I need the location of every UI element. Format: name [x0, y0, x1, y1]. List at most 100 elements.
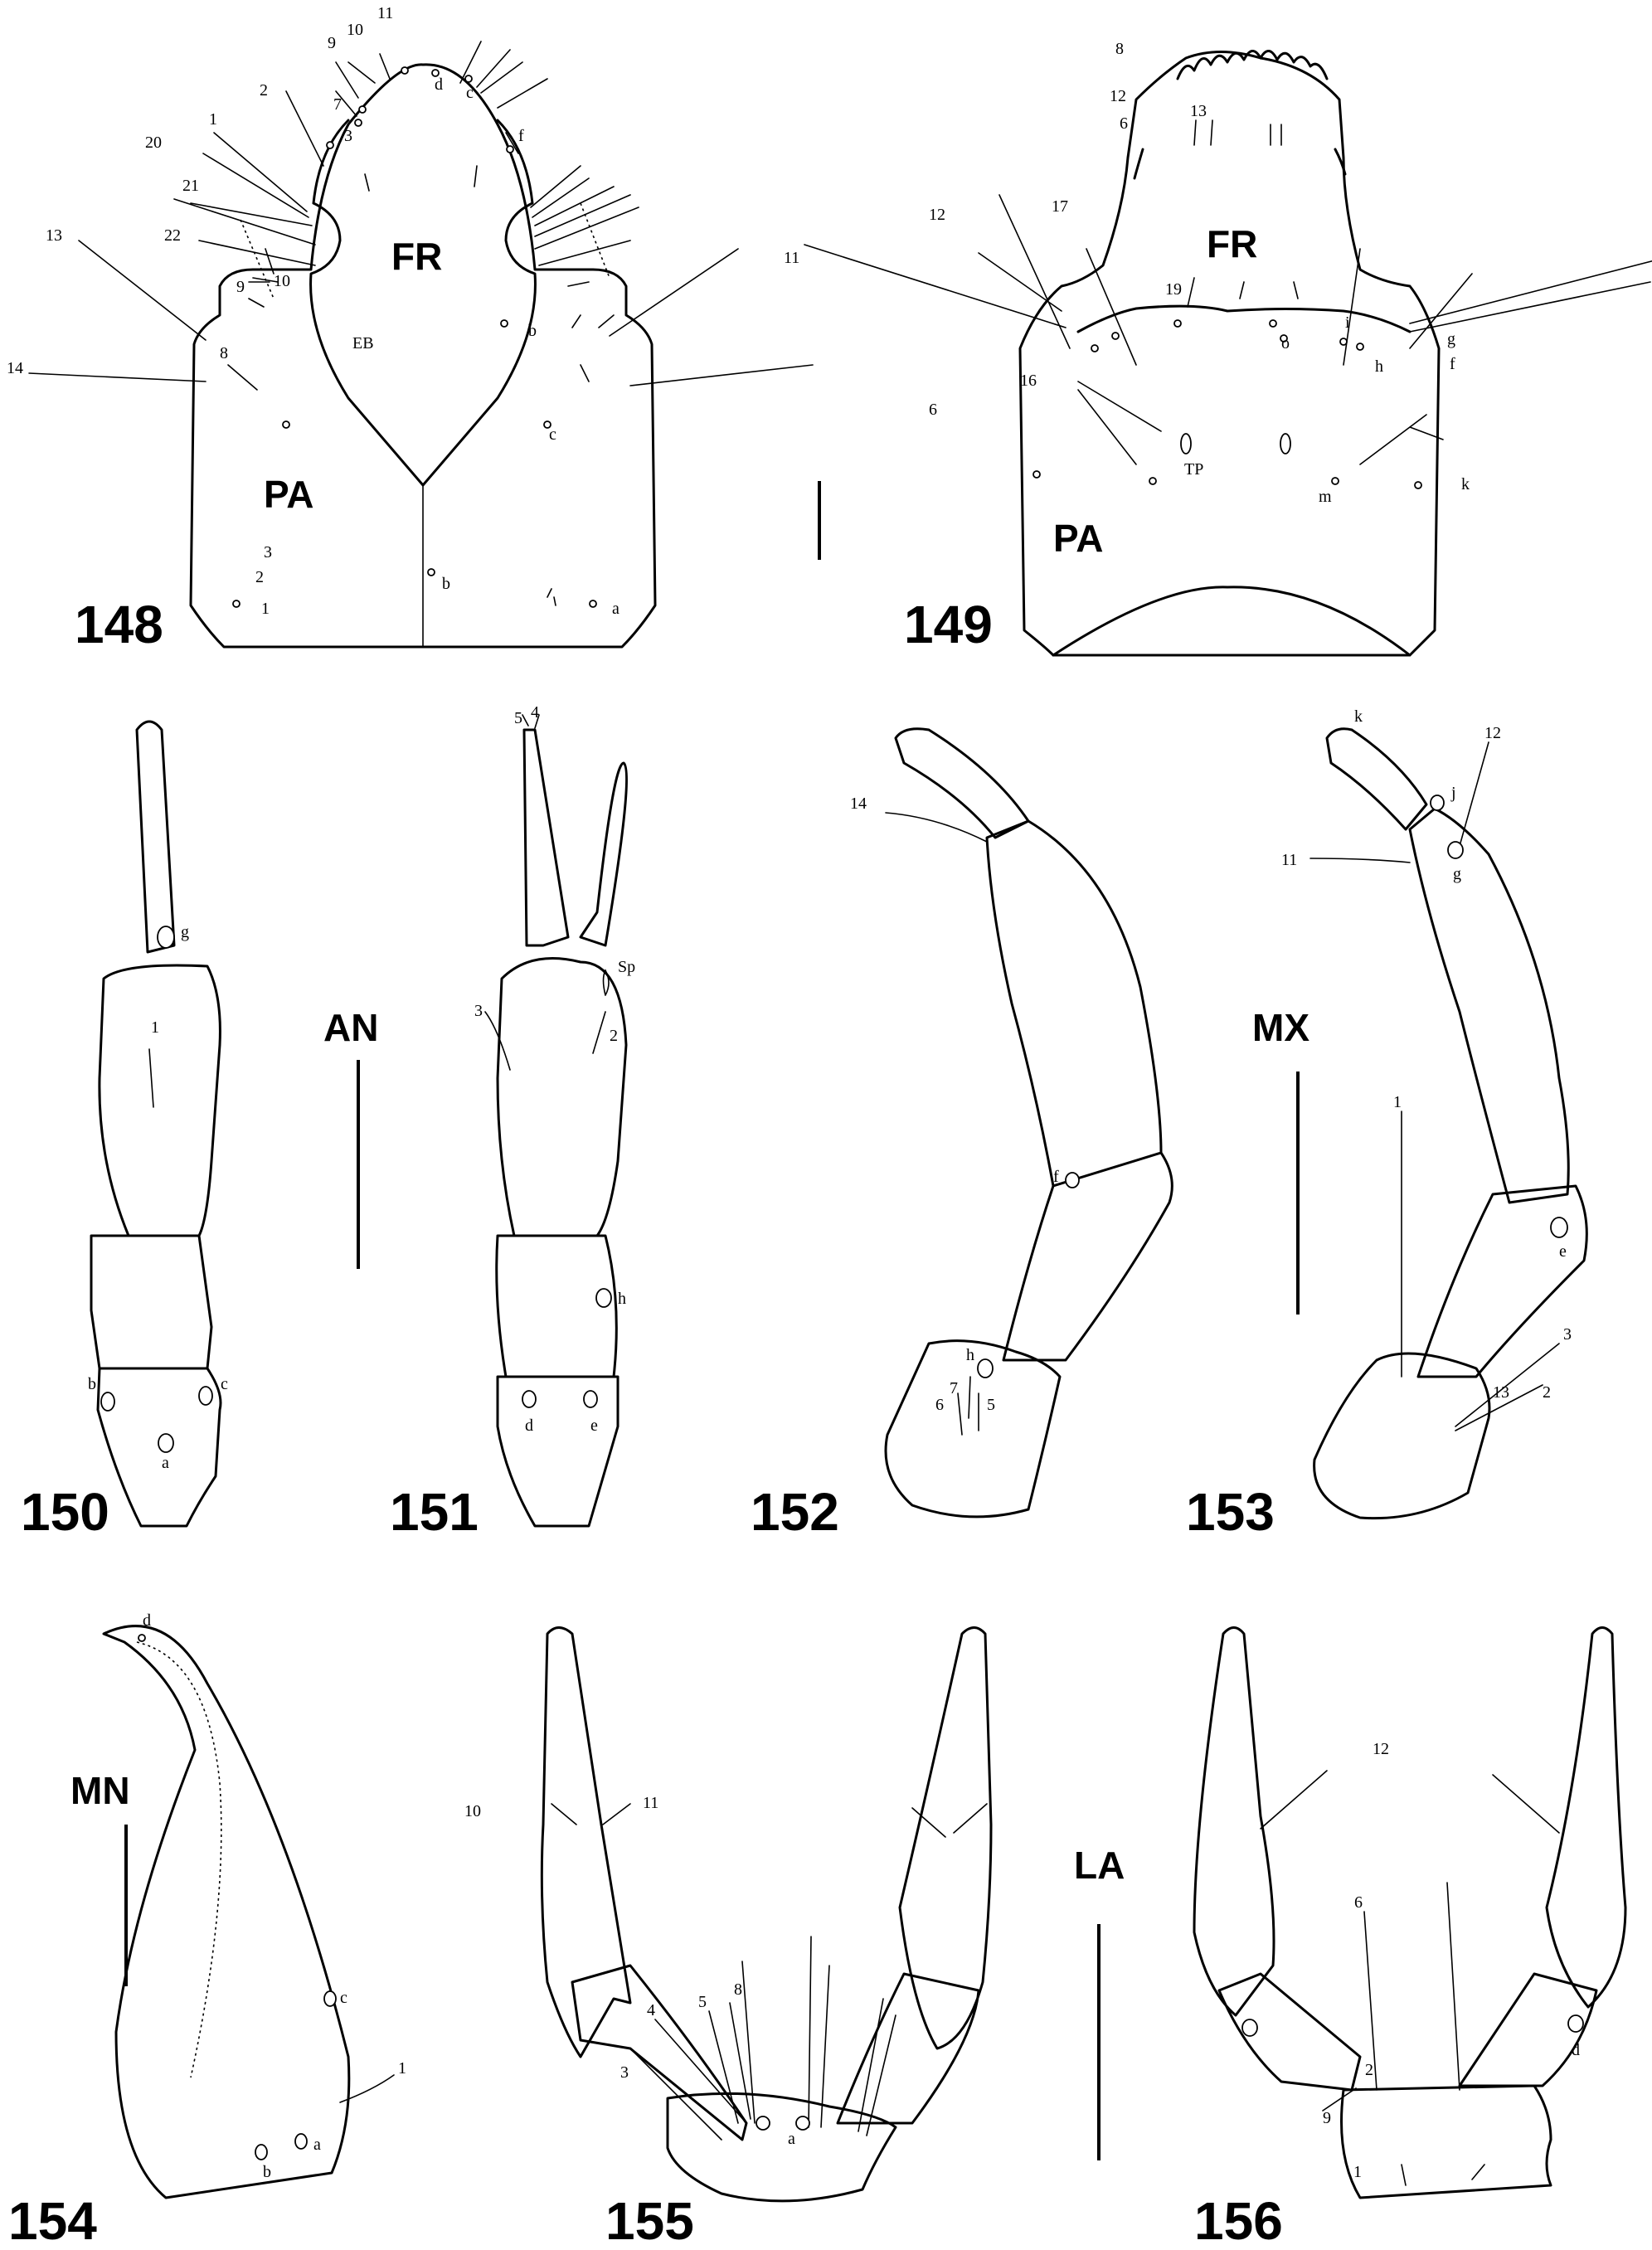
label-149-s6b: 6 [929, 401, 937, 419]
pore-mark [1280, 433, 1291, 454]
dotted-line-left-148 [240, 219, 275, 299]
figure-150-antenna: g 1 b c a 150 [21, 720, 228, 1542]
label-148-s1b: 1 [261, 600, 270, 618]
label-148-s10: 10 [347, 21, 363, 39]
label-150-b: b [88, 1375, 96, 1393]
pore-mark [158, 1433, 174, 1453]
figure-number-149: 149 [904, 595, 993, 654]
head-capsule-outline-148 [189, 63, 657, 649]
maxilla-outline-153 [1313, 727, 1588, 1520]
figure-155-labium: 10 11 8 4 5 3 a 155 [464, 1626, 993, 2250]
pore-mark [543, 420, 551, 429]
label-149-s19: 19 [1165, 280, 1182, 299]
pore-mark [1065, 1172, 1080, 1188]
label-153-g: g [1453, 865, 1461, 883]
label-156-s12: 12 [1373, 1740, 1389, 1758]
tentorial-ridge-149 [1076, 304, 1411, 333]
label-156-s2: 2 [1365, 2061, 1373, 2079]
antenna-outline-150 [90, 720, 222, 1528]
label-148-s2b: 2 [255, 568, 264, 586]
label-156-s6: 6 [1354, 1893, 1363, 1912]
label-155-s8: 8 [734, 1980, 742, 1999]
label-151-sp: Sp [618, 958, 635, 976]
label-153-k: k [1354, 707, 1363, 726]
label-149-h: h [1375, 357, 1383, 376]
figure-154-mandible: d c 1 a b 154 MN [8, 1611, 406, 2250]
labium-outline-156 [1193, 1626, 1627, 2199]
label-156-s9: 9 [1323, 2109, 1331, 2127]
pore-mark [1331, 477, 1339, 485]
figure-156-labium: 12 6 2 d 9 1 156 LA [1074, 1626, 1627, 2250]
figure-number-151: 151 [390, 1482, 479, 1542]
pore-mark [100, 1392, 115, 1412]
label-148-s10b: 10 [274, 272, 290, 290]
pore-mark [1032, 470, 1041, 479]
label-149-s12: 12 [1110, 87, 1126, 105]
region-mx: MX [1252, 1006, 1309, 1049]
pore-mark [1241, 2019, 1258, 2037]
pore-mark [977, 1358, 994, 1378]
label-155-a: a [788, 2130, 795, 2148]
label-148-s22: 22 [164, 226, 181, 245]
label-148-s14: 14 [7, 359, 23, 377]
pore-mark [1414, 481, 1422, 489]
label-149-s13: 13 [1190, 102, 1207, 120]
label-149-s8: 8 [1115, 40, 1124, 58]
setae-155 [551, 1803, 988, 2141]
label-152-s6: 6 [935, 1396, 944, 1414]
label-148-c: c [466, 84, 474, 102]
pore-mark [500, 319, 508, 328]
labrum-teeth-149 [1133, 50, 1347, 180]
pore-mark [157, 926, 175, 949]
label-149-tp: TP [1184, 460, 1203, 479]
label-148-s11: 11 [377, 4, 393, 22]
label-148-s3b: 3 [264, 543, 272, 561]
label-148-s21: 21 [182, 177, 199, 195]
label-149-i: i [1345, 313, 1350, 332]
label-148-s1: 1 [209, 110, 217, 129]
label-153-s13: 13 [1493, 1383, 1509, 1402]
label-148-b: b [528, 322, 537, 340]
label-148-a: a [612, 600, 620, 618]
label-151-d: d [525, 1417, 533, 1435]
label-155-s4: 4 [647, 2001, 655, 2019]
label-148-s8: 8 [220, 344, 228, 362]
label-151-e: e [590, 1417, 598, 1435]
pore-mark [1567, 2014, 1584, 2033]
label-149-s11: 11 [784, 249, 799, 267]
seta-150-1 [148, 1048, 154, 1108]
label-149-k: k [1461, 475, 1470, 493]
pore-mark [354, 119, 362, 127]
label-149-s16: 16 [1020, 372, 1037, 390]
figure-number-156: 156 [1194, 2191, 1283, 2250]
label-153-s1: 1 [1393, 1093, 1402, 1111]
label-152-f: f [1053, 1168, 1059, 1186]
label-149-g: g [1447, 330, 1455, 348]
pore-mark [589, 600, 597, 608]
pore-mark [1269, 319, 1277, 328]
antenna-outline-151 [495, 728, 628, 1528]
mandible-inner-line-154 [136, 1641, 222, 2078]
figure-number-153: 153 [1186, 1482, 1275, 1542]
label-148-b2: b [442, 575, 450, 593]
pore-mark [1280, 334, 1288, 343]
pore-mark [1173, 319, 1182, 328]
pore-mark [294, 2133, 308, 2150]
label-151-s5: 5 [514, 709, 522, 727]
label-156-d: d [1572, 2041, 1580, 2059]
pore-mark [1180, 433, 1192, 454]
pore-mark [464, 75, 473, 83]
pore-mark [1091, 344, 1099, 352]
label-151-s4: 4 [531, 703, 539, 722]
label-153-j: j [1450, 784, 1456, 802]
pore-mark [595, 1288, 612, 1308]
labium-outline-155 [540, 1626, 993, 2203]
pore-mark [795, 2116, 810, 2131]
pore-mark [282, 420, 290, 429]
label-152-s14: 14 [850, 795, 867, 813]
seta-154-1 [339, 2074, 395, 2103]
pore-mark [358, 105, 367, 114]
setae-151 [484, 714, 610, 1071]
label-153-s3: 3 [1563, 1325, 1572, 1344]
